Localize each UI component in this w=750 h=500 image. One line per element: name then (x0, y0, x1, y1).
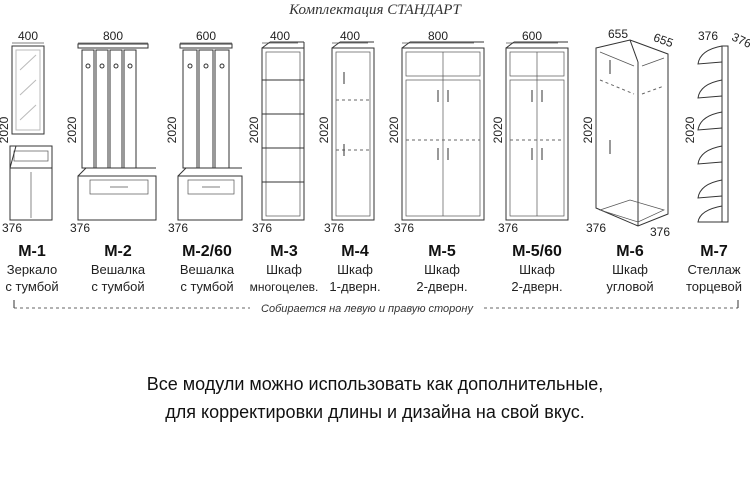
m2-code: М-2 (104, 243, 132, 260)
m5-width-label: 800 (428, 29, 448, 43)
m2-height-label: 2020 (65, 116, 79, 143)
m3-line1: Шкаф (266, 262, 302, 277)
module-m1-drawing: 400 2020 376 (0, 29, 53, 235)
m6-line1: Шкаф (612, 262, 648, 277)
m5-60-width-label: 600 (522, 29, 542, 43)
module-m2-60-drawing: 600 2020 376 (165, 29, 243, 235)
m4-depth-label: 376 (324, 221, 344, 235)
m5-60-line1: Шкаф (519, 262, 555, 277)
m4-width-label: 400 (340, 29, 360, 43)
module-m7-drawing: 376 376 2020 (683, 29, 750, 223)
m5-depth-label: 376 (394, 221, 414, 235)
assembly-note: Собирается на левую и правую сторону (261, 303, 474, 315)
m6-depth2-label: 376 (650, 225, 670, 239)
m2-60-width-label: 600 (196, 29, 216, 43)
m6-width2-label: 655 (652, 30, 676, 50)
m1-line2: с тумбой (5, 279, 58, 294)
footer-note-line2: для корректировки длины и дизайна на сво… (165, 402, 585, 422)
m2-60-line1: Вешалка (180, 262, 235, 277)
m6-height-label: 2020 (581, 116, 595, 143)
m3-height-label: 2020 (247, 116, 261, 143)
m6-code: М-6 (616, 243, 644, 260)
m4-line1: Шкаф (337, 262, 373, 277)
module-m3-drawing: 400 2020 376 (247, 29, 305, 235)
m3-depth-label: 376 (252, 221, 272, 235)
m5-height-label: 2020 (387, 116, 401, 143)
m7-line1: Стеллаж (687, 262, 740, 277)
m3-line2: многоцелев. (250, 280, 319, 294)
m2-60-code: М-2/60 (182, 243, 232, 260)
m1-height-label: 2020 (0, 116, 11, 143)
m2-line1: Вешалка (91, 262, 146, 277)
m7-height-label: 2020 (683, 116, 697, 143)
m7-width2-label: 376 (730, 30, 750, 51)
m2-depth-label: 376 (70, 221, 90, 235)
diagram-title: Комплектация СТАНДАРТ (288, 2, 462, 18)
m1-width-label: 400 (18, 29, 38, 43)
m1-code: М-1 (18, 243, 46, 260)
m7-line2: торцевой (686, 279, 742, 294)
m5-code: М-5 (428, 243, 456, 260)
m5-60-line2: 2-дверн. (511, 279, 562, 294)
module-m5-drawing: 800 2020 376 (387, 29, 485, 235)
module-m4-drawing: 400 2020 376 (317, 29, 375, 235)
m2-60-line2: с тумбой (180, 279, 233, 294)
m5-60-code: М-5/60 (512, 243, 562, 260)
assembly-bracket: Собирается на левую и правую сторону (13, 300, 739, 315)
m5-60-height-label: 2020 (491, 116, 505, 143)
m6-width-label: 655 (608, 27, 628, 41)
m2-width-label: 800 (103, 29, 123, 43)
module-m6-drawing: 655 655 2020 376 376 (581, 27, 675, 239)
m7-width-label: 376 (698, 29, 718, 43)
module-m5-60-drawing: 600 2020 376 (491, 29, 569, 235)
m5-line1: Шкаф (424, 262, 460, 277)
m2-60-height-label: 2020 (165, 116, 179, 143)
m5-60-depth-label: 376 (498, 221, 518, 235)
m1-depth-label: 376 (2, 221, 22, 235)
m6-depth-label: 376 (586, 221, 606, 235)
m7-code: М-7 (700, 243, 728, 260)
m3-code: М-3 (270, 243, 298, 260)
m2-60-depth-label: 376 (168, 221, 188, 235)
m3-width-label: 400 (270, 29, 290, 43)
module-m2-drawing: 800 2020 376 (65, 29, 157, 235)
m2-line2: с тумбой (91, 279, 144, 294)
footer-note-line1: Все модули можно использовать как дополн… (146, 374, 604, 394)
m5-line2: 2-дверн. (416, 279, 467, 294)
m1-line1: Зеркало (7, 262, 57, 277)
m4-height-label: 2020 (317, 116, 331, 143)
m6-line2: угловой (606, 279, 653, 294)
module-labels: М-1 Зеркало с тумбой М-2 Вешалка с тумбо… (5, 243, 742, 294)
m4-code: М-4 (341, 243, 369, 260)
m4-line2: 1-дверн. (329, 279, 380, 294)
